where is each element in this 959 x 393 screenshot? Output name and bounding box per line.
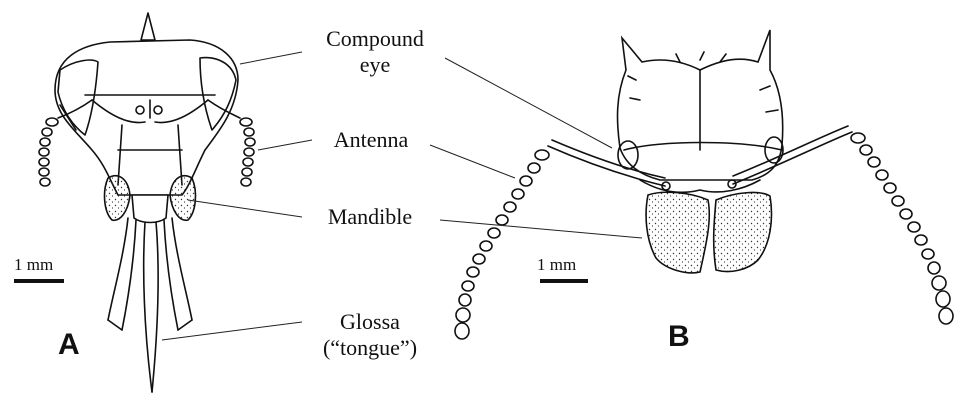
scale-bar-a — [14, 279, 64, 283]
bee-mandible-left — [105, 176, 130, 221]
panel-label-b: B — [668, 320, 690, 354]
label-glossa-line1: Glossa — [300, 309, 440, 335]
scale-bar-b — [540, 279, 588, 283]
ant-mandible-right — [714, 193, 772, 272]
leader-compound-eye-a — [240, 52, 302, 64]
scale-bar-label-a: 1 mm — [14, 255, 53, 275]
label-antenna: Antenna — [312, 127, 430, 153]
ant-head-drawing — [455, 30, 953, 339]
ant-mandible-left — [646, 192, 709, 273]
label-glossa-line2: (“tongue”) — [300, 335, 440, 361]
leader-mandible-b — [440, 220, 642, 238]
scale-bar-label-b: 1 mm — [537, 255, 576, 275]
leader-antenna-a — [258, 140, 312, 150]
leader-compound-eye-b — [445, 58, 612, 148]
bee-mandible-right — [170, 176, 195, 221]
leader-mandible-a — [188, 200, 302, 217]
ant-antenna-left — [455, 140, 665, 339]
leader-antenna-b — [430, 145, 515, 178]
label-glossa: Glossa (“tongue”) — [300, 309, 440, 361]
label-mandible: Mandible — [300, 204, 440, 230]
leader-glossa — [162, 322, 302, 340]
panel-label-a: A — [58, 328, 80, 362]
